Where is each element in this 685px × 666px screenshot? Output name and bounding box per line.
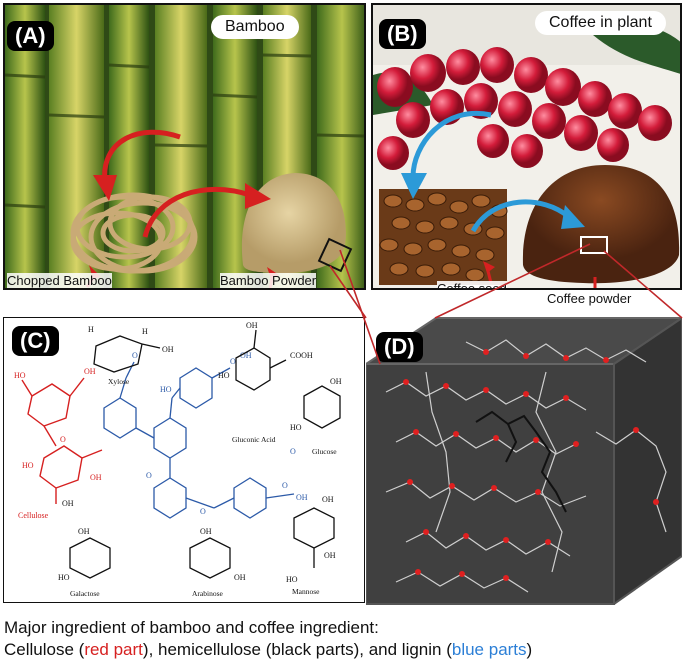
footer-line-2: Cellulose (red part), hemicellulose (bla…: [4, 640, 532, 660]
panel-d-molecular-model: (D): [362, 312, 685, 606]
svg-text:OH: OH: [90, 473, 102, 482]
svg-text:OH: OH: [234, 573, 246, 582]
panel-b-coffee: (B) Coffee in plant Coffee seed Coffee p…: [371, 3, 682, 290]
label-mannose: Mannose: [292, 587, 320, 596]
svg-text:OH: OH: [240, 351, 252, 360]
footer-blue-parts: blue parts: [451, 640, 527, 659]
bamboo-scene: [5, 5, 364, 288]
svg-text:O: O: [146, 471, 152, 480]
label-cellulose: Cellulose: [18, 511, 49, 520]
svg-text:HO: HO: [290, 423, 302, 432]
label-galactose: Galactose: [70, 589, 100, 598]
label-arabinose: Arabinose: [192, 589, 223, 598]
svg-text:O: O: [230, 357, 236, 366]
svg-text:HO: HO: [58, 573, 70, 582]
hemicellulose-part: [69, 329, 341, 579]
molecular-box: [362, 316, 685, 606]
label-chopped-bamboo: Chopped Bamboo: [7, 273, 112, 288]
label-cooh: COOH: [290, 351, 313, 360]
label-coffee-seed: Coffee seed: [437, 281, 507, 288]
svg-text:OH: OH: [78, 527, 90, 536]
footer-red-part: red part: [84, 640, 143, 659]
label-coffee-powder-outer: Coffee powder: [547, 291, 632, 306]
svg-text:HO: HO: [286, 575, 298, 584]
svg-text:OH: OH: [200, 527, 212, 536]
svg-text:O: O: [290, 447, 296, 456]
panel-b-tag: (B): [379, 19, 426, 49]
label-glucose: Glucose: [312, 447, 337, 456]
svg-text:O: O: [60, 435, 66, 444]
svg-text:HO: HO: [160, 385, 172, 394]
svg-text:O: O: [200, 507, 206, 516]
footer-text-1: Cellulose (: [4, 640, 85, 659]
svg-text:HO: HO: [14, 371, 26, 380]
svg-text:HO: HO: [218, 371, 230, 380]
svg-text:OH: OH: [62, 499, 74, 508]
svg-text:OH: OH: [322, 495, 334, 504]
svg-text:OH: OH: [296, 493, 308, 502]
svg-text:O: O: [132, 351, 138, 360]
svg-text:OH: OH: [84, 367, 96, 376]
svg-text:O: O: [282, 481, 288, 490]
cellulose-part: [21, 377, 103, 504]
svg-text:H: H: [142, 327, 148, 336]
panel-a-tag: (A): [7, 21, 54, 51]
panel-a-bamboo: (A) Bamboo Chopped Bamboo Bamboo Powder: [3, 3, 366, 290]
footer-text-2: ), hemicellulose (black parts), and lign…: [142, 640, 452, 659]
svg-text:OH: OH: [162, 345, 174, 354]
label-gluconic-acid: Gluconic Acid: [232, 435, 276, 444]
panel-d-tag: (D): [376, 332, 423, 362]
panel-a-title: Bamboo: [211, 15, 299, 39]
footer-text-3: ): [526, 640, 533, 659]
svg-text:OH: OH: [324, 551, 336, 560]
lignin-chain-dark: [475, 410, 567, 513]
label-bamboo-powder: Bamboo Powder: [220, 273, 317, 288]
panel-b-title: Coffee in plant: [535, 11, 666, 35]
svg-text:OH: OH: [330, 377, 342, 386]
label-xylose: Xylose: [108, 377, 130, 386]
panel-c-tag: (C): [12, 326, 59, 356]
svg-text:OH: OH: [246, 321, 258, 330]
footer-line-1: Major ingredient of bamboo and coffee in…: [4, 618, 379, 637]
svg-text:HO: HO: [22, 461, 34, 470]
chopped-bamboo-coil: [70, 192, 198, 274]
lignin-part: [103, 361, 295, 519]
coffee-cherries: [377, 47, 672, 170]
oxygen-atoms: [403, 349, 659, 581]
svg-text:H: H: [88, 325, 94, 334]
